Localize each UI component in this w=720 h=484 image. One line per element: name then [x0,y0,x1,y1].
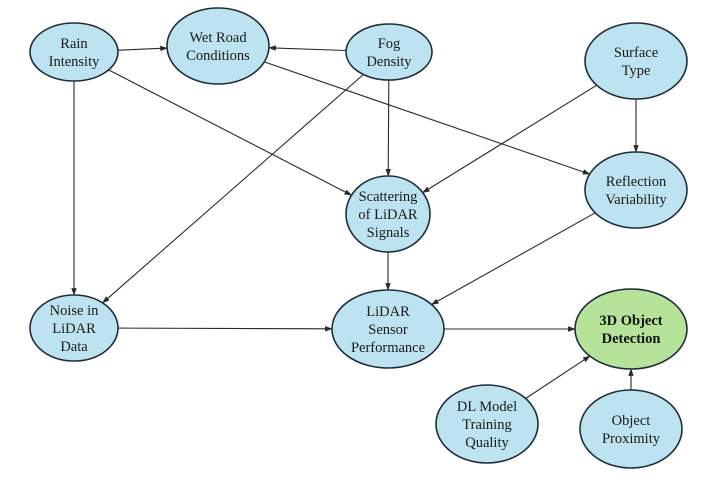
edge-rain-to-scattering [108,69,353,196]
node-label-scattering: of LiDAR [358,207,418,223]
node-label-proximity: Object [612,413,651,429]
node-ellipse-fog [345,23,433,81]
node-label-surface: Surface [614,45,658,61]
node-label-scattering: Scattering [359,189,418,205]
edge-rain-to-wet [117,45,168,52]
edge-fog-to-noise [102,74,364,304]
node-noise: Noise in LiDAR Data [29,294,119,362]
node-label-wet: Conditions [186,48,250,64]
node-label-sensor: Sensor [368,322,408,338]
node-label-dlmodel: DL Model [457,399,517,415]
node-label-rain: Rain [60,36,88,52]
node-label-wet: Wet Road [189,30,247,46]
node-ellipse-dlmodel [435,384,539,464]
node-ellipse-proximity [579,389,683,469]
edge-noise-to-sensor [117,326,333,332]
node-ellipse-scattering [345,175,431,253]
node-ellipse-sensor [331,289,445,369]
node-label-proximity: Proximity [602,431,661,447]
node-label-reflection: Reflection [606,174,667,190]
node-ellipse-wet [166,7,270,85]
edge-fog-to-wet [268,45,347,52]
node-ellipse-rain [29,22,119,82]
node-label-noise: Noise in [50,303,99,319]
edge-reflection-to-sensor [430,212,596,305]
edge-fog-to-scattering [385,79,391,177]
node-label-detection: 3D Object [599,313,662,329]
node-label-surface: Type [622,63,651,79]
edge-surface-to-scattering [422,84,597,194]
node-label-sensor: Performance [351,340,425,356]
node-label-fog: Density [366,54,412,70]
node-label-reflection: Variability [605,192,667,208]
node-ellipse-detection [574,288,688,370]
node-label-scattering: Signals [367,225,410,241]
node-label-noise: LiDAR [52,321,96,337]
node-label-noise: Data [60,339,88,355]
edges-layer [71,45,639,399]
node-label-sensor: LiDAR [366,304,410,320]
node-ellipse-surface [584,22,688,100]
node-label-fog: Fog [378,36,401,52]
node-ellipse-reflection [584,151,688,229]
edge-wet-to-reflection [264,61,591,175]
node-label-dlmodel: Quality [465,435,509,451]
node-scattering: Scattering of LiDAR Signals [345,175,431,253]
node-label-rain: Intensity [49,54,100,70]
node-label-detection: Detection [602,331,661,347]
edge-dlmodel-to-detection [525,355,591,399]
node-label-dlmodel: Training [462,417,511,433]
node-ellipse-noise [29,294,119,362]
